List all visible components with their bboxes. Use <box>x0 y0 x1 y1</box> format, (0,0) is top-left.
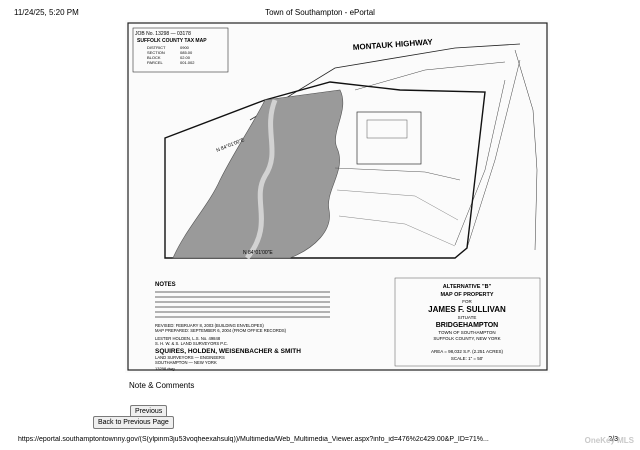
county-name: SUFFOLK COUNTY, NEW YORK <box>433 336 500 341</box>
file-id: 13298.dwg <box>155 366 175 371</box>
tax-field-section: SECTION <box>147 50 165 55</box>
owner-name: JAMES F. SULLIVAN <box>428 305 506 314</box>
map-title: MAP OF PROPERTY <box>440 292 493 298</box>
survey-map-image: JOB No. 13298 — 03178 SUFFOLK COUNTY TAX… <box>125 20 550 373</box>
page-title: Town of Southampton - ePortal <box>265 8 375 17</box>
town-name: TOWN OF SOUTHAMPTON <box>438 330 495 335</box>
tax-field-parcel: PARCEL <box>147 60 163 65</box>
survey-firm-sub-2: SOUTHAMPTON — NEW YORK <box>155 360 217 365</box>
surveyor-company: S. H. W. & S. LAND SURVEYORS P.C. <box>155 341 228 346</box>
notes-heading: NOTES <box>155 282 176 288</box>
survey-firm: SQUIRES, HOLDEN, WEISENBACHER & SMITH <box>155 348 301 355</box>
situate-label: SITUATE <box>458 315 477 320</box>
page-counter: 2/3 <box>608 436 618 443</box>
revised-date: REVISED: FEBRUARY 8, 2003 (BUILDING ENVE… <box>155 323 264 328</box>
back-to-previous-page-button[interactable]: Back to Previous Page <box>93 416 174 429</box>
job-number: JOB No. 13298 — 03178 <box>135 31 191 37</box>
scale-label: SCALE: 1" = 50' <box>451 356 483 361</box>
notes-comments-label: Note & Comments <box>129 381 195 390</box>
tax-value-section: 085.00 <box>180 50 193 55</box>
survey-firm-sub-1: LAND SURVEYORS — ENGINEERS <box>155 355 225 360</box>
place-name: BRIDGEHAMPTON <box>436 322 498 329</box>
footer-url: https://eportal.southamptontownny.gov/(S… <box>18 436 489 443</box>
tax-value-block: 02.00 <box>180 55 191 60</box>
surveyor-license: LESTER HOLDEN, L.S. No. 49848 <box>155 336 221 341</box>
bearing-south-line: N 84°01'00"E <box>243 250 273 256</box>
area-label: AREA = 98,032 S.F. (2.251 ACRES) <box>431 349 503 354</box>
tax-field-block: BLOCK <box>147 55 161 60</box>
print-datetime: 11/24/25, 5:20 PM <box>14 8 79 17</box>
alternative-title: ALTERNATIVE "B" <box>443 284 492 290</box>
tax-map-title: SUFFOLK COUNTY TAX MAP <box>137 38 207 44</box>
map-for: FOR <box>462 299 472 304</box>
tax-field-district: DISTRICT <box>147 45 166 50</box>
mls-watermark: OneKey MLS <box>584 436 634 445</box>
tax-value-district: 0900 <box>180 45 190 50</box>
tax-value-parcel: 001.002 <box>180 60 195 65</box>
previous-button[interactable]: Previous <box>130 405 168 418</box>
prepared-date: MAP PREPARED: SEPTEMBER 6, 2004 (FROM OF… <box>155 328 287 333</box>
road-label: MONTAUK HIGHWAY <box>353 37 434 52</box>
